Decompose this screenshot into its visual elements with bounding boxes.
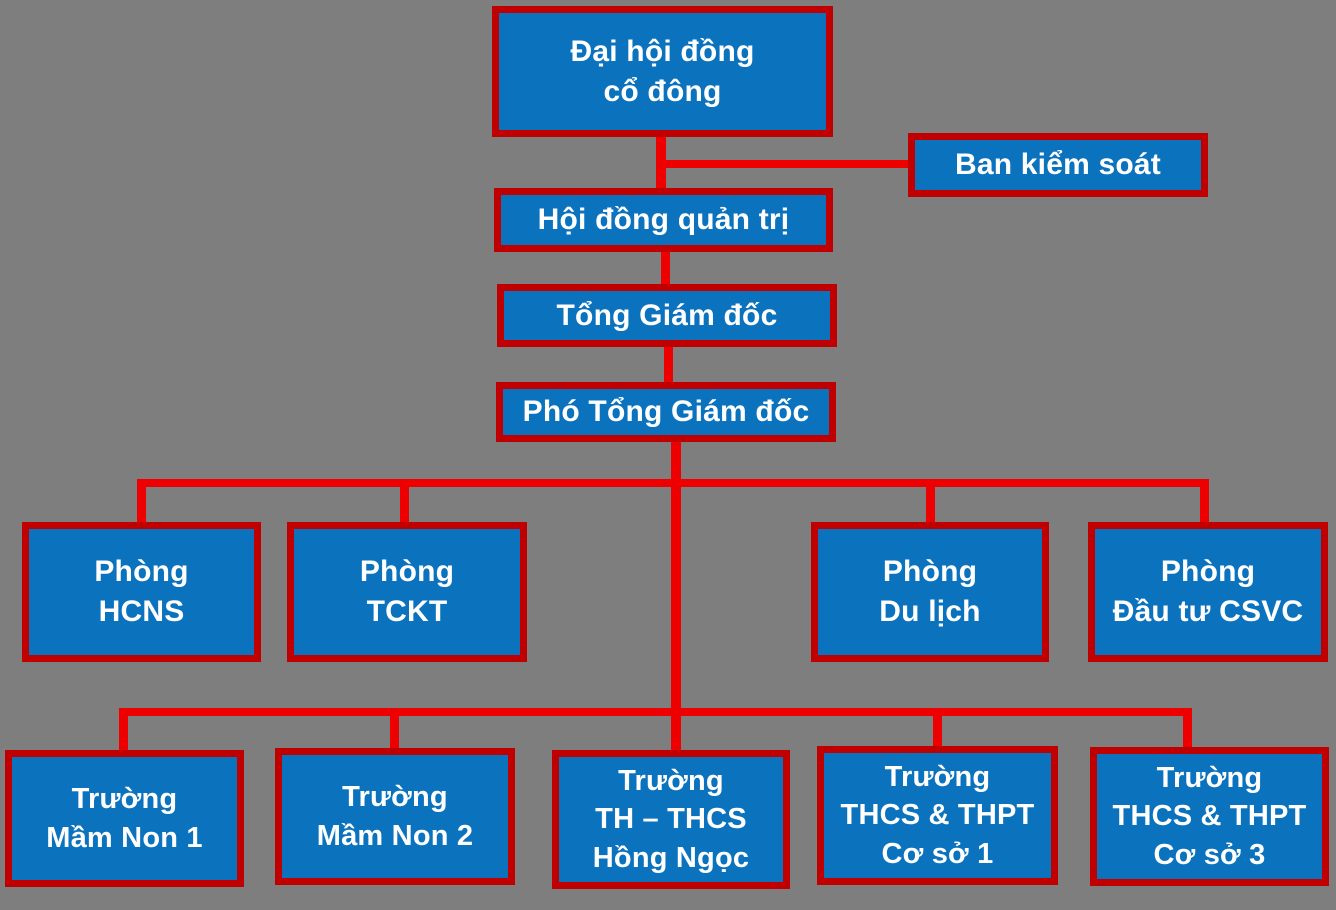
node-label-line: THCS & THPT bbox=[840, 799, 1035, 832]
node-label-line: Phòng bbox=[1160, 555, 1256, 589]
node-label-line: HCNS bbox=[98, 595, 185, 628]
node-label-line: Đầu tư CSVC bbox=[1112, 595, 1304, 628]
connector-drop-mamnon1 bbox=[119, 708, 128, 752]
node-label-line: TH – THCS bbox=[595, 803, 747, 836]
org-node-supervisory-board: Ban kiểm soát bbox=[908, 133, 1208, 197]
org-node-dept-tckt: Phòng TCKT bbox=[287, 522, 527, 662]
node-label-line: Đại hội đồng bbox=[570, 34, 755, 68]
node-label-line: Trường bbox=[71, 783, 178, 816]
org-node-school-hong-ngoc: Trường TH – THCS Hồng Ngọc bbox=[552, 750, 790, 889]
node-label-line: Trường bbox=[1156, 762, 1263, 795]
org-node-shareholders-meeting: Đại hội đồng cổ đông bbox=[492, 6, 833, 137]
node-label-line: Trường bbox=[342, 781, 448, 814]
node-label-line: TCKT bbox=[366, 595, 448, 628]
node-label-line: Cơ sở 3 bbox=[1153, 838, 1266, 871]
org-node-board-of-directors: Hội đồng quản trị bbox=[494, 188, 833, 252]
org-node-dept-dau-tu-csvc: Phòng Đầu tư CSVC bbox=[1088, 522, 1328, 662]
node-label-line: Tổng Giám đốc bbox=[556, 298, 778, 332]
org-node-school-mam-non-1: Trường Mầm Non 1 bbox=[5, 750, 244, 887]
node-label-line: Ban kiểm soát bbox=[954, 148, 1161, 182]
node-label-line: THCS & THPT bbox=[1112, 800, 1307, 833]
org-node-school-mam-non-2: Trường Mầm Non 2 bbox=[275, 748, 515, 885]
org-node-school-co-so-1: Trường THCS & THPT Cơ sở 1 bbox=[817, 746, 1058, 885]
node-label-line: Du lịch bbox=[879, 595, 981, 628]
node-label-line: Mầm Non 2 bbox=[316, 819, 474, 852]
connector-drop-hcns bbox=[137, 479, 146, 525]
connector-drop-mamnon2 bbox=[390, 708, 399, 750]
connector-drop-coso1 bbox=[933, 708, 942, 748]
node-label-line: Phó Tổng Giám đốc bbox=[522, 395, 810, 429]
node-label-line: Mầm Non 1 bbox=[46, 821, 203, 854]
connector-ceo-deputy bbox=[664, 344, 673, 386]
connector-schools-rail bbox=[119, 708, 1189, 716]
node-label-line: Phòng bbox=[882, 555, 978, 589]
connector-drop-tckt bbox=[400, 479, 409, 525]
node-label-line: Hồng Ngọc bbox=[592, 841, 750, 874]
node-label-line: Phòng bbox=[359, 555, 455, 589]
connector-drop-coso3 bbox=[1183, 708, 1192, 749]
org-node-dept-hcns: Phòng HCNS bbox=[22, 522, 261, 662]
node-label-line: Trường bbox=[618, 765, 724, 798]
connector-drop-dulich bbox=[926, 479, 935, 525]
connector-board-ceo bbox=[661, 248, 670, 288]
node-label-line: Cơ sở 1 bbox=[881, 837, 994, 870]
org-node-dept-du-lich: Phòng Du lịch bbox=[811, 522, 1049, 662]
connector-drop-csvc bbox=[1200, 479, 1209, 525]
connector-central-trunk bbox=[671, 440, 681, 753]
org-node-deputy-general-director: Phó Tổng Giám đốc bbox=[496, 382, 836, 442]
node-label-line: Trường bbox=[884, 761, 991, 794]
node-label-line: Hội đồng quản trị bbox=[537, 203, 790, 237]
org-node-general-director: Tổng Giám đốc bbox=[497, 284, 837, 347]
connector-supervisory-branch bbox=[661, 160, 908, 168]
node-label-line: Phòng bbox=[94, 555, 189, 589]
connector-departments-rail bbox=[137, 479, 1209, 487]
org-node-school-co-so-3: Trường THCS & THPT Cơ sở 3 bbox=[1090, 747, 1329, 886]
node-label-line: cổ đông bbox=[603, 74, 722, 108]
